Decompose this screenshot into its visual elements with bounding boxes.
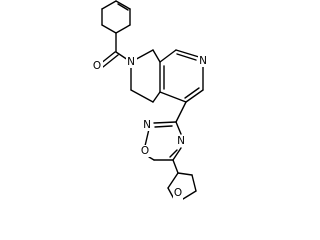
oxadiazole-oxygen-label: O: [141, 145, 149, 157]
bond: [167, 172, 179, 189]
bond: [152, 49, 161, 63]
bond: [182, 190, 197, 200]
molecule-structure: O N N N N O O: [92, 0, 209, 200]
bond: [177, 172, 193, 176]
bond: [130, 89, 154, 103]
bond: [185, 89, 204, 103]
bond: [175, 49, 200, 58]
double-bond: [117, 3, 129, 11]
bond: [175, 121, 182, 135]
bond: [144, 128, 150, 147]
amide-nitrogen-label: N: [127, 56, 135, 68]
double-bond: [184, 87, 200, 99]
cyclohexene-ring: [101, 0, 131, 34]
oxolane-oxygen-label: O: [174, 187, 182, 199]
atom-labels: O N N N N O O: [93, 55, 209, 200]
oxadiazole-ring: [144, 121, 182, 161]
double-bond: [176, 53, 197, 61]
oxadiazole-nitrogen-label: N: [177, 135, 185, 147]
bond: [115, 0, 131, 10]
pyridine-ring: [159, 49, 204, 103]
bond: [159, 91, 187, 103]
oxadiazole-nitrogen-label: N: [143, 119, 151, 131]
bond: [191, 174, 197, 192]
double-bond: [169, 149, 178, 158]
bond: [101, 24, 117, 34]
oxolane-ring: [167, 172, 197, 200]
bond: [152, 91, 161, 103]
bond: [172, 147, 182, 161]
bond: [115, 24, 131, 34]
bond: [153, 121, 177, 124]
carbonyl-oxygen-label: O: [93, 60, 101, 72]
bond: [159, 49, 177, 63]
bond: [172, 159, 179, 174]
pyridine-nitrogen-label: N: [199, 55, 207, 67]
bond: [175, 101, 187, 123]
bond: [148, 156, 155, 161]
carbonyl-double-bond: [102, 54, 119, 68]
bond: [101, 0, 117, 10]
double-bond: [154, 125, 173, 128]
